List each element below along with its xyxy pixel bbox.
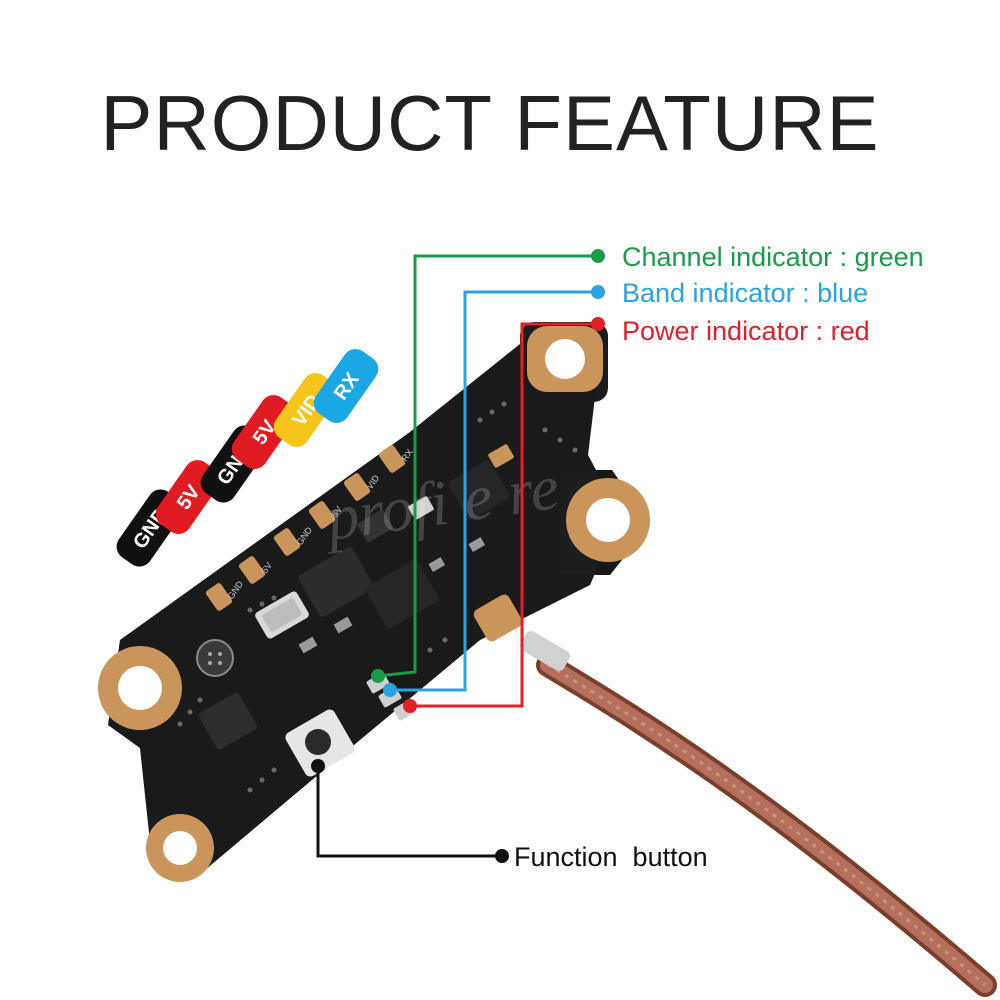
power-led-dot [403,699,417,713]
band-dot [591,285,605,299]
pin-tag-rx [313,349,379,423]
power-indicator-label: Power indicator : red [622,316,870,346]
power-leader-line [410,322,598,708]
power-dot [591,317,605,331]
function-button-dot [311,759,325,773]
function-dot [495,849,509,863]
channel-dot [591,249,605,263]
band-leader-line [390,290,598,692]
band-led-dot [383,683,397,697]
function-button-icon[interactable] [283,707,356,778]
ufl-connector [473,594,570,671]
callout-lines [316,254,598,858]
microphone-icon [196,639,234,677]
pin-tags: GND 5V GND 5V VID RX [116,349,379,567]
antenna-cable [536,653,997,997]
band-indicator-label: Band indicator : blue [622,278,868,308]
function-button-label: Function button [514,842,708,872]
callout-dots [311,249,605,863]
function-leader-line [316,766,502,858]
channel-indicator-label: Channel indicator : green [622,242,924,272]
channel-leader-line [377,254,598,678]
crystal-icon [255,591,309,639]
pin-tag-5v-2 [231,395,297,469]
page-title: PRODUCT FEATURE [100,79,880,167]
mounting-hole-icon [98,326,650,882]
solder-pads [205,445,406,611]
channel-led-dot [371,669,385,683]
